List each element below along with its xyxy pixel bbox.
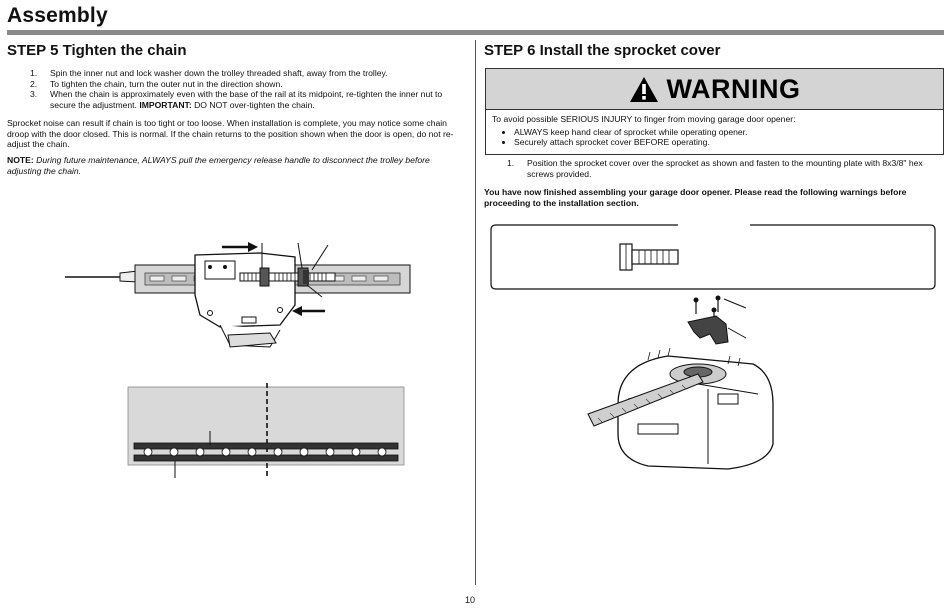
note-label: NOTE: bbox=[7, 155, 34, 165]
section-title: Assembly bbox=[7, 4, 108, 27]
warning-word: WARNING bbox=[666, 73, 801, 104]
hardware-box bbox=[490, 224, 936, 290]
page-number: 10 bbox=[465, 595, 476, 605]
list-item: 1.Position the sprocket cover over the s… bbox=[507, 158, 923, 179]
trolley-chain-illustration bbox=[65, 242, 411, 348]
important-label: IMPORTANT: bbox=[139, 99, 192, 110]
step5-title: STEP 5 Tighten the chain bbox=[7, 42, 187, 59]
step6-instructions: 1.Position the sprocket cover over the s… bbox=[485, 158, 940, 179]
warning-body: To avoid possible SERIOUS INJURY to fing… bbox=[486, 110, 943, 152]
chain-noise-paragraph: Sprocket noise can result if chain is to… bbox=[7, 118, 454, 150]
header-rule bbox=[7, 30, 944, 35]
warning-triangle-icon bbox=[629, 76, 658, 102]
warning-bullets: ALWAYS keep hand clear of sprocket while… bbox=[492, 127, 937, 148]
hex-screw-icon bbox=[619, 243, 679, 271]
list-item: ALWAYS keep hand clear of sprocket while… bbox=[514, 127, 937, 138]
maintenance-note: NOTE: During future maintenance, ALWAYS … bbox=[7, 155, 430, 176]
list-item: 2.To tighten the chain, turn the outer n… bbox=[30, 78, 283, 89]
warning-intro: To avoid possible SERIOUS INJURY to fing… bbox=[492, 114, 796, 124]
warning-banner: WARNING bbox=[486, 69, 943, 110]
list-item: Securely attach sprocket cover BEFORE op… bbox=[514, 137, 937, 148]
step6-title: STEP 6 Install the sprocket cover bbox=[484, 42, 721, 59]
warning-box: WARNING To avoid possible SERIOUS INJURY… bbox=[485, 68, 944, 155]
list-item: 3.When the chain is approximately even w… bbox=[30, 89, 443, 110]
step5-instructions: 1.Spin the inner nut and lock washer dow… bbox=[8, 68, 453, 110]
finish-message: You have now finished assembling your ga… bbox=[484, 187, 907, 208]
chain-midpoint-illustration bbox=[127, 383, 405, 478]
column-divider bbox=[475, 40, 476, 585]
list-item: 1.Spin the inner nut and lock washer dow… bbox=[30, 68, 388, 78]
sprocket-cover-illustration bbox=[587, 295, 774, 470]
